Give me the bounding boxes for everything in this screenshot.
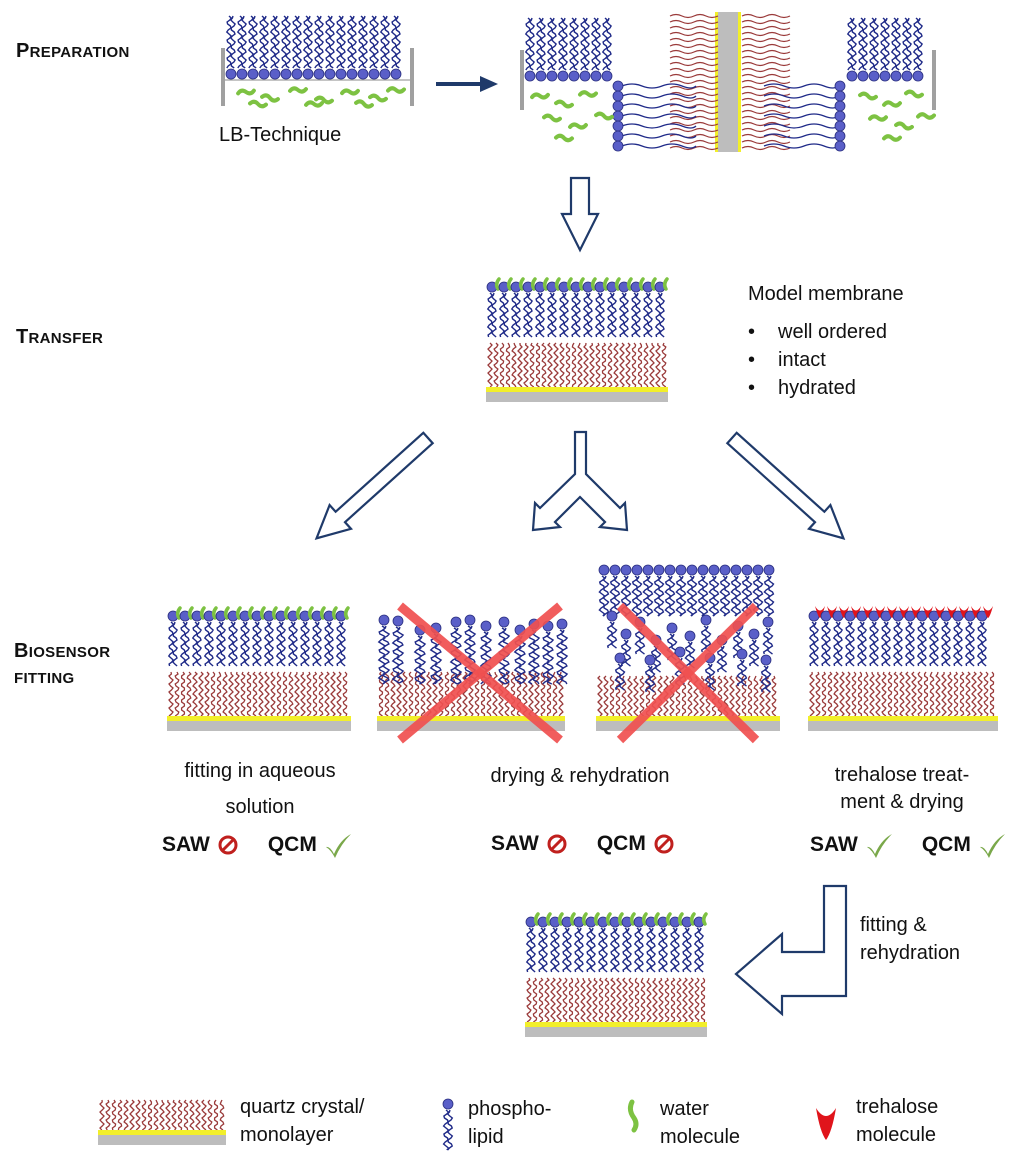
prep-arrow-head (480, 76, 498, 92)
legend-trehalose-line1: trehalose (856, 1096, 939, 1118)
dried-disordered-membrane (377, 614, 569, 731)
rehydrated-multilayer-membrane (596, 564, 780, 731)
legend-monolayer-line2: monolayer (240, 1124, 334, 1146)
legend-monolayer-line1: quartz crystal/ (240, 1096, 365, 1118)
model-membrane-properties: •well ordered •intact •hydrated (748, 318, 887, 402)
process-arrows (314, 76, 848, 1017)
trehalose-treated-membrane (808, 606, 998, 731)
final-caption-line2: rehydration (860, 942, 961, 964)
qcm-label: QCM (596, 832, 646, 855)
left-branch-arrow (314, 431, 435, 541)
return-arrow (734, 884, 848, 1017)
legend-icons (98, 1098, 836, 1151)
legend-water-line1: water (660, 1098, 709, 1120)
trehalose-status: SAW QCM (810, 832, 1024, 858)
trehalose-caption-line1: trehalose treat- (834, 764, 970, 786)
saw-label: SAW (810, 833, 858, 856)
middle-fork-arrow (531, 430, 629, 532)
legend-phospholipid-line2: lipid (468, 1126, 504, 1148)
membrane-blocks (98, 12, 998, 1151)
lb-deposition (520, 12, 936, 152)
fail-icon (654, 834, 674, 854)
property-item: •hydrated (748, 377, 856, 399)
check-icon (325, 834, 351, 858)
qcm-label: QCM (267, 833, 317, 856)
water-molecule-icon (627, 1099, 639, 1133)
aqueous-caption-line1: fitting in aqueous (184, 760, 336, 782)
failure-crosses (397, 602, 760, 744)
check-icon (979, 834, 1005, 858)
saw-label: SAW (491, 832, 539, 855)
trehalose-molecule-icon (816, 1108, 836, 1140)
stage-title-transfer: TRANSFER (16, 326, 104, 348)
cross-rehydrated (616, 602, 760, 744)
drying-caption: drying & rehydration (490, 765, 670, 787)
saw-label: SAW (162, 833, 210, 856)
final-rehydrated-membrane (525, 912, 708, 1037)
property-item: •intact (748, 349, 826, 371)
stage-title-biosensor: BIOSENSOR (14, 640, 111, 662)
fail-icon (547, 834, 567, 854)
aqueous-fitted-membrane (167, 606, 351, 731)
stage-title-fitting: FITTING (14, 670, 75, 687)
property-item: •well ordered (748, 321, 887, 343)
trehalose-caption-line2: ment & drying (840, 791, 964, 813)
right-branch-arrow (725, 431, 846, 541)
model-membrane (486, 277, 669, 402)
phospholipid-icon (442, 1098, 454, 1151)
fail-icon (218, 835, 238, 855)
final-caption-line1: fitting & (860, 914, 927, 936)
legend-water-line2: molecule (660, 1126, 741, 1148)
drying-status: SAW QCM (491, 832, 704, 856)
aqueous-status: SAW QCM (162, 832, 381, 858)
lb-technique-label: LB-Technique (219, 124, 342, 146)
lb-trough (221, 15, 414, 109)
stage-title-preparation: PREPARATION (16, 40, 130, 62)
model-membrane-title: Model membrane (748, 283, 904, 305)
check-icon (866, 834, 892, 858)
quartz-crystal-monolayer-icon (98, 1099, 226, 1145)
transfer-arrow (560, 176, 600, 253)
aqueous-caption-line2: solution (225, 796, 295, 818)
legend-phospholipid-line1: phospho- (468, 1098, 552, 1120)
qcm-label: QCM (921, 833, 971, 856)
legend-trehalose-line2: molecule (856, 1124, 937, 1146)
cross-dried (397, 602, 563, 744)
